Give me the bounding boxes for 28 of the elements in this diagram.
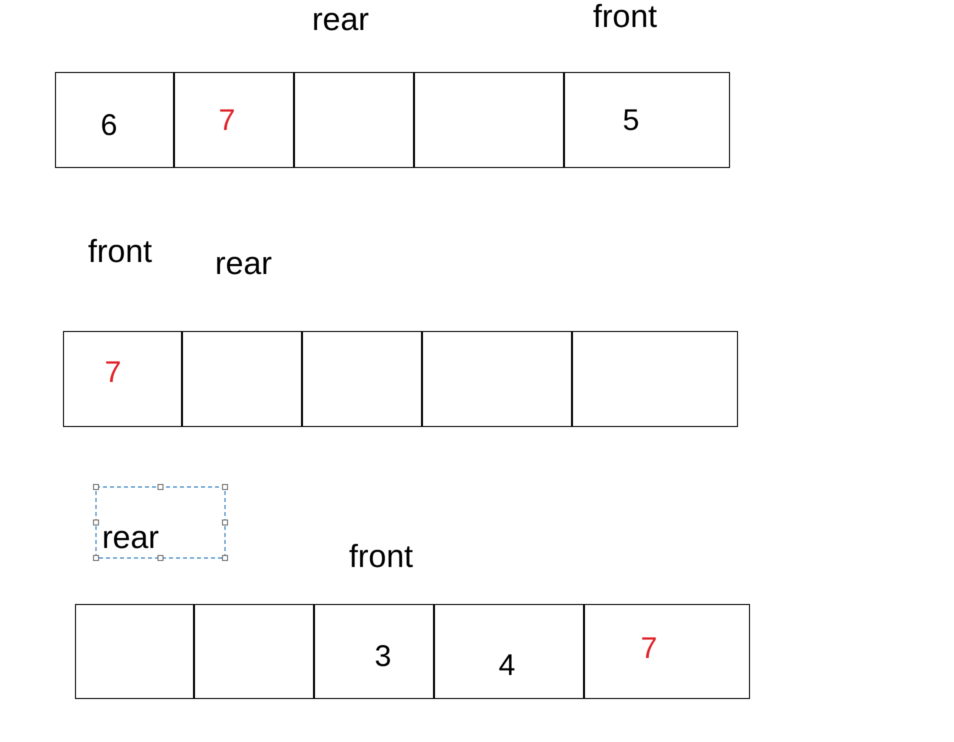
- array-cell: [421, 331, 572, 427]
- pointer-label: front: [593, 0, 658, 34]
- array-cell: [313, 604, 434, 699]
- pointer-label: rear: [215, 245, 272, 281]
- pointer-label: front: [349, 538, 414, 574]
- pointer-label: front: [88, 233, 152, 269]
- array-cell: [193, 604, 314, 699]
- cell-value: 4: [498, 649, 516, 683]
- cell-value: 7: [104, 356, 122, 390]
- array-cell: [173, 72, 294, 168]
- array-cell: [293, 72, 414, 168]
- array-cell: [75, 604, 194, 699]
- array-cell: [563, 72, 730, 168]
- array-cell: [181, 331, 302, 427]
- array-cell: [413, 72, 564, 168]
- pointer-label: rear: [102, 519, 159, 555]
- array-cell: [301, 331, 422, 427]
- pointer-label: rear: [312, 1, 369, 37]
- cell-value: 3: [374, 640, 392, 674]
- cell-value: 6: [100, 109, 118, 143]
- array-cell: [571, 331, 738, 427]
- array-cell: [55, 72, 174, 168]
- cell-value: 5: [622, 104, 640, 138]
- array-cell: [433, 604, 584, 699]
- array-cell: [63, 331, 182, 427]
- cell-value: 7: [218, 104, 236, 138]
- cell-value: 7: [640, 632, 658, 666]
- array-cell: [583, 604, 750, 699]
